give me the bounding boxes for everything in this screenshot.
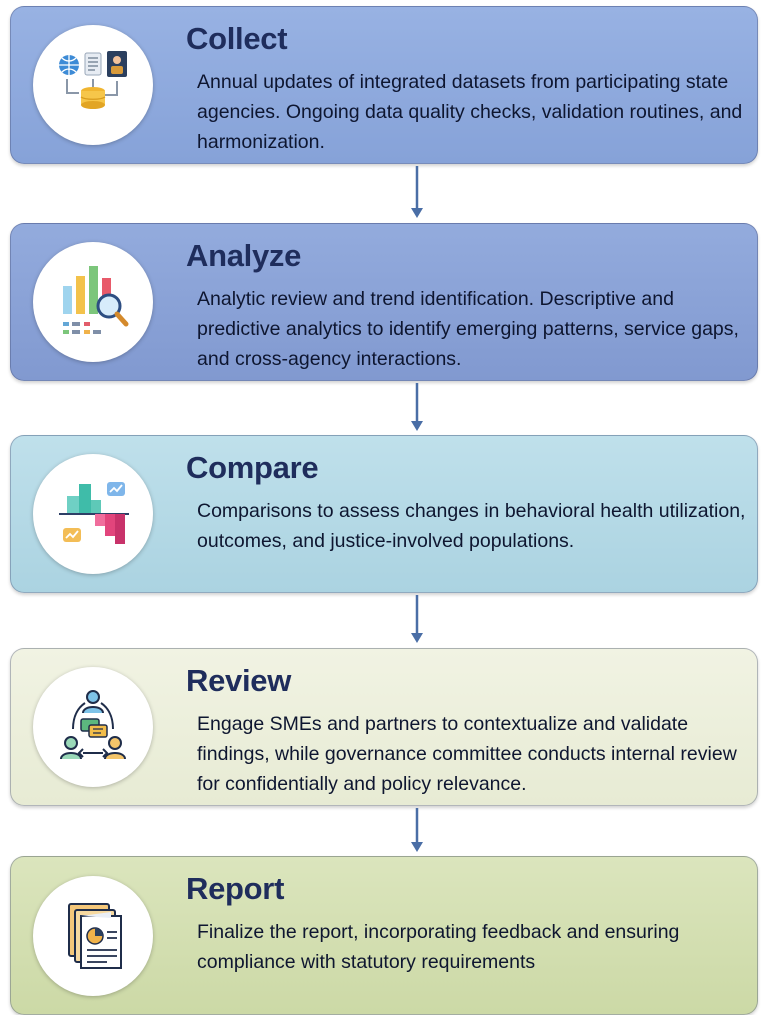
step-description: Comparisons to assess changes in behavio…: [197, 500, 746, 552]
arrow-connector: [409, 808, 425, 856]
compare-icon-circle: [33, 454, 153, 574]
step-title: Compare: [186, 450, 319, 485]
step-description: Annual updates of integrated datasets fr…: [197, 71, 743, 153]
arrow-connector: [409, 166, 425, 222]
step-description: Finalize the report, incorporating feedb…: [197, 921, 680, 973]
step-review: Review Engage SMEs and partners to conte…: [10, 648, 758, 806]
step-title: Analyze: [186, 238, 302, 273]
comparison-chart-icon: [59, 482, 129, 544]
step-title: Report: [186, 871, 285, 906]
step-description: Engage SMEs and partners to contextualiz…: [197, 713, 737, 795]
step-description: Analytic review and trend identification…: [197, 288, 739, 370]
collect-icon-circle: [33, 25, 153, 145]
step-title: Review: [186, 663, 292, 698]
report-icon-circle: [33, 875, 153, 996]
data-collection-icon: [59, 51, 127, 109]
arrow-connector: [409, 383, 425, 435]
step-collect: Collect Annual updates of integrated dat…: [10, 6, 758, 164]
arrow-connector: [409, 595, 425, 647]
step-analyze: Analyze Analytic review and trend identi…: [10, 223, 758, 381]
step-compare: Compare Comparisons to assess changes in…: [10, 435, 758, 593]
report-document-icon: [68, 902, 122, 969]
step-report: Report Finalize the report, incorporatin…: [10, 856, 758, 1015]
review-icon-circle: [33, 667, 153, 787]
step-title: Collect: [186, 21, 288, 56]
people-review-icon: [60, 690, 126, 760]
analyze-icon-circle: [33, 242, 153, 362]
analytics-chart-icon: [63, 266, 129, 334]
